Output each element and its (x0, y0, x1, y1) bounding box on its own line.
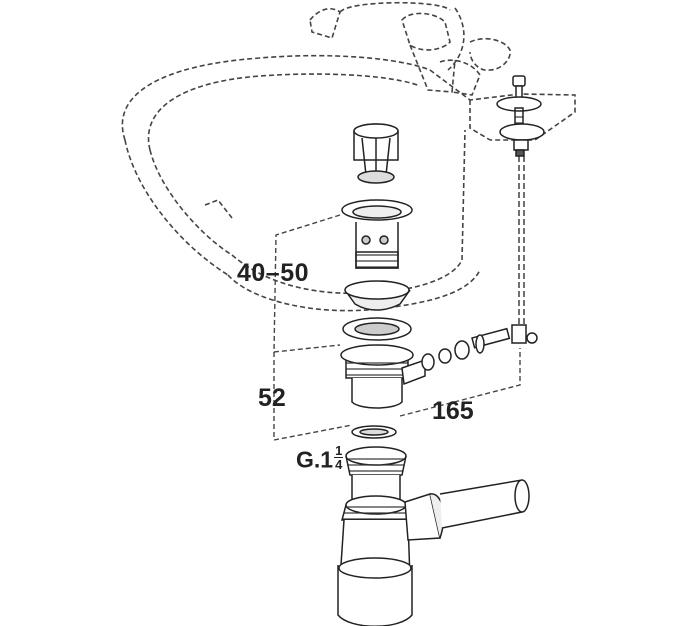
pop-up-plug (353, 123, 399, 184)
drain-body (340, 327, 511, 409)
lever-distance-label: 165 (432, 397, 474, 425)
thread-prefix: G.1 (296, 446, 334, 473)
bottle-trap (337, 446, 530, 626)
seal-washers (342, 280, 412, 341)
washbasin-outline (121, 54, 576, 312)
dimension-lines (273, 214, 521, 441)
pop-up-height-label: 40–50 (237, 259, 310, 287)
thread-denominator: 4 (335, 457, 343, 472)
lift-rod-assembly (496, 75, 545, 344)
coupling-washer (351, 425, 397, 439)
thread-numerator: 1 (334, 443, 344, 458)
drain-flange (341, 199, 413, 269)
body-height-label: 52 (258, 384, 286, 412)
faucet-outline (309, 1, 511, 96)
